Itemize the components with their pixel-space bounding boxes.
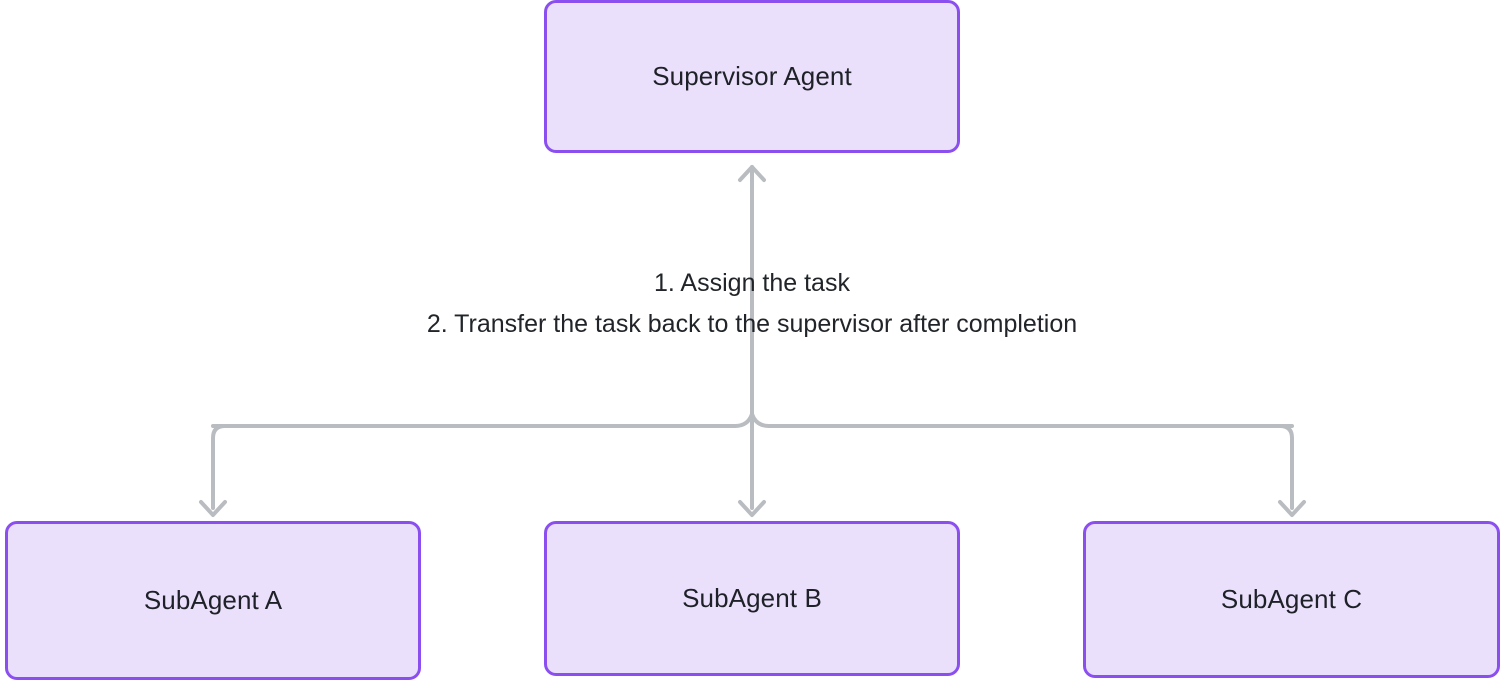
edge-label-line-1: 1. Assign the task <box>654 269 850 297</box>
node-subagent-a[interactable]: SubAgent A <box>5 521 421 680</box>
node-subagent-a-label: SubAgent A <box>143 584 283 615</box>
edge-label-line-2: 2. Transfer the task back to the supervi… <box>426 310 1078 338</box>
edge-arrowhead-down-subagent-a <box>199 500 227 517</box>
edge-bus-right <box>750 412 1294 428</box>
node-supervisor-agent-label: Supervisor Agent <box>652 60 852 91</box>
edge-arrowhead-down-subagent-b <box>738 500 766 517</box>
edge-label: 1. Assign the task 2. Transfer the task … <box>0 263 1504 345</box>
node-subagent-b-label: SubAgent B <box>682 582 822 613</box>
edge-arrowhead-up-supervisor <box>738 165 766 182</box>
edge-bus-left <box>211 412 754 428</box>
node-supervisor-agent[interactable]: Supervisor Agent <box>544 0 960 153</box>
edge-supervisor-subagent-a-line <box>211 424 227 510</box>
edge-arrowhead-down-subagent-c <box>1278 500 1306 517</box>
edge-supervisor-subagent-c-line <box>1278 424 1294 510</box>
node-subagent-c[interactable]: SubAgent C <box>1083 521 1500 678</box>
node-subagent-c-label: SubAgent C <box>1220 583 1363 614</box>
node-subagent-b[interactable]: SubAgent B <box>544 521 960 676</box>
